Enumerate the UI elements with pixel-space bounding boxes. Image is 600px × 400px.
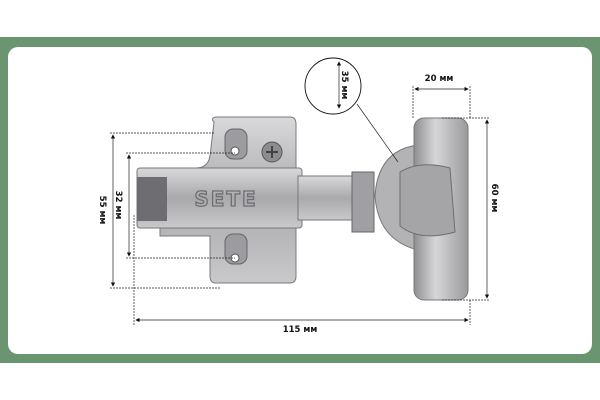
dim-plate-height: 55 мм [97, 196, 107, 225]
dimension-lines [110, 57, 490, 325]
dim-cover-height: 60 мм [489, 184, 499, 213]
hinge-image: SETE [136, 116, 469, 301]
brand-logo: SETE [194, 187, 257, 211]
dim-cup-diameter: 35 мм [339, 71, 349, 100]
dim-hole-spacing: 32 мм [113, 191, 123, 220]
hole-top [230, 146, 240, 156]
slot-top [224, 128, 248, 160]
dim-cover-width: 20 мм [425, 74, 454, 84]
slot-bottom [224, 233, 248, 265]
dim-overall-length: 115 мм [283, 325, 318, 335]
